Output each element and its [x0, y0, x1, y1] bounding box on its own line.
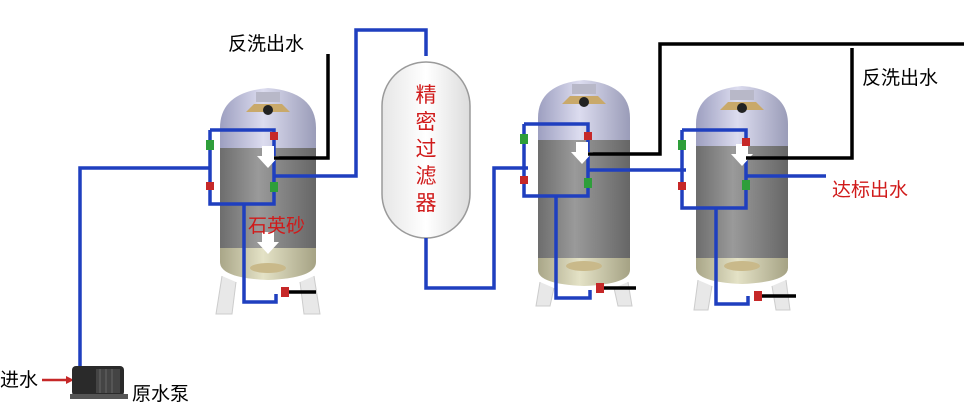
tank-3-riser — [714, 208, 750, 306]
tank-1-upper — [220, 88, 316, 148]
tank-2-control-head — [562, 84, 606, 107]
flow-arrow-down-icon — [731, 144, 753, 166]
tank-2-manifold — [522, 122, 590, 198]
raw-water-pump — [42, 366, 128, 399]
label-water-in: 进水 — [0, 369, 38, 391]
label-raw-pump: 原水泵 — [132, 383, 189, 405]
tank-1-backwash-pipe — [274, 54, 330, 160]
flow-arrow-down-icon — [257, 146, 279, 168]
flow-arrow-down-icon — [571, 142, 593, 164]
inlet-pipe — [78, 166, 210, 372]
tank-2-3-backwash-pipe — [588, 42, 964, 156]
green-valve-icon — [206, 134, 750, 192]
filter-tank-2 — [535, 80, 633, 307]
tank-3-distributor — [724, 261, 760, 271]
pump-base — [70, 394, 128, 399]
tank1-to-filter-pipe — [274, 28, 428, 178]
flow-arrows — [257, 142, 753, 254]
tank-1-manifold — [208, 128, 276, 206]
backwash-pipes — [274, 42, 964, 298]
tank-3-control-head — [720, 90, 764, 113]
tank-1-distributor — [250, 263, 286, 273]
red-valve-icon — [206, 132, 762, 301]
tank-1-legs — [215, 275, 321, 315]
label-compliant-out: 达标出水 — [832, 179, 908, 201]
precision-filter-text: 精密过滤器 — [416, 83, 437, 215]
inlet-arrow-icon — [66, 376, 74, 384]
label-precision-filter: 精密过滤器 — [416, 83, 437, 215]
tank-2-distributor — [566, 261, 602, 271]
tank-3-backwash-pipe — [746, 48, 854, 160]
label-quartz-sand: 石英砂 — [248, 215, 305, 237]
flow-arrow-down-icon — [257, 232, 279, 254]
label-backwash-out-left: 反洗出水 — [228, 33, 304, 55]
valves — [206, 132, 762, 301]
tank-1-control-head — [246, 92, 290, 115]
filter-tank-3 — [693, 86, 791, 311]
tank-2-riser — [554, 196, 592, 300]
tank-2-bottom — [538, 258, 630, 286]
filter-to-tank2-pipe — [424, 166, 528, 290]
tank-1-riser — [242, 204, 278, 304]
quartz-sand-tank — [215, 88, 321, 315]
tank-2-legs — [535, 281, 633, 307]
label-backwash-out-right: 反洗出水 — [862, 67, 938, 89]
water-pipes — [78, 28, 826, 372]
